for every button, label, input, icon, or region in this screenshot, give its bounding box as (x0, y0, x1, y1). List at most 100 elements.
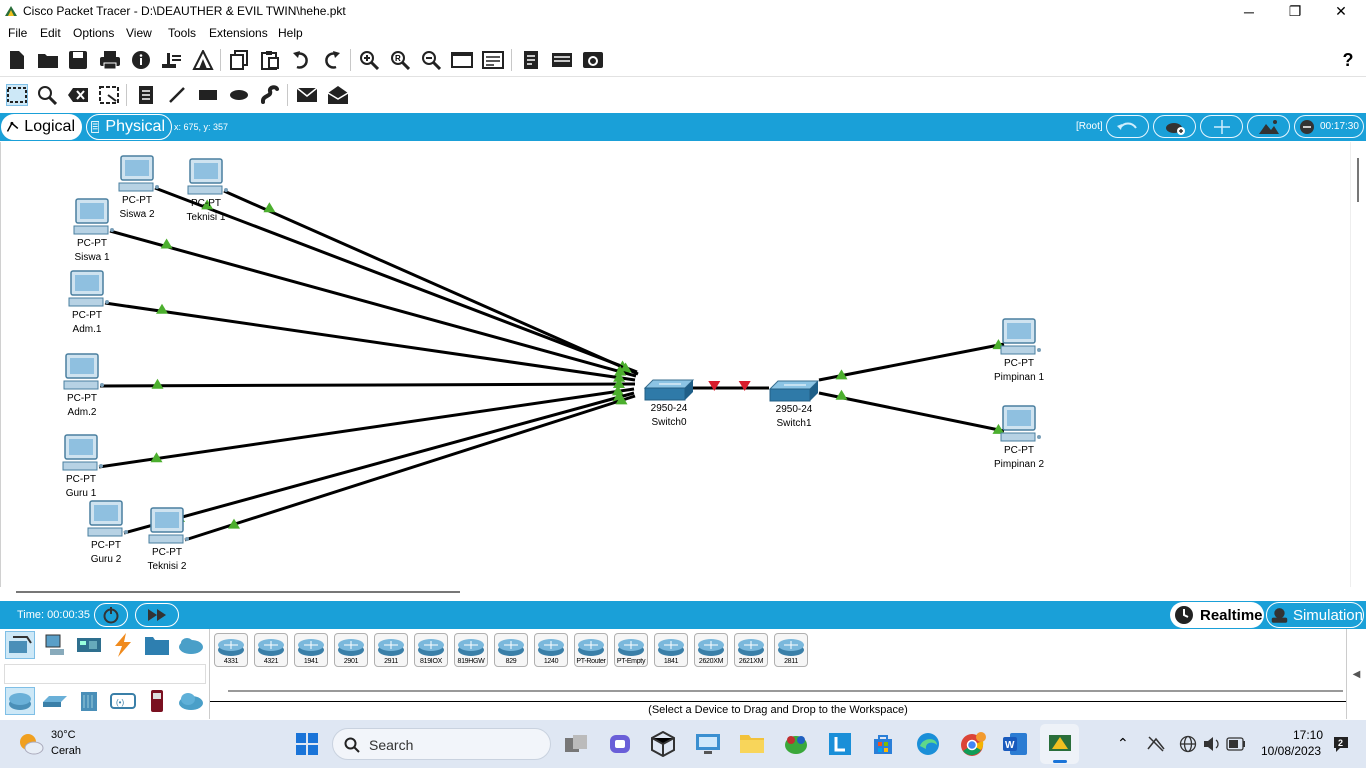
topology-canvas[interactable] (1, 142, 1351, 587)
activity-wizard-icon[interactable] (192, 49, 214, 71)
ip-phone-icon[interactable] (551, 49, 573, 71)
volume-icon[interactable] (1202, 735, 1222, 753)
menu-help[interactable]: Help (278, 26, 303, 40)
menu-extensions[interactable]: Extensions (209, 26, 268, 40)
device-teknisi1[interactable] (187, 158, 228, 195)
link-guru1-switch0[interactable] (98, 387, 635, 469)
inspect-icon[interactable] (36, 84, 58, 106)
device-model-2901[interactable]: 2901 (334, 633, 368, 667)
maximize-button[interactable]: ❐ (1288, 3, 1302, 19)
subcategory-security[interactable] (142, 687, 172, 715)
device-pimpinan2[interactable] (1000, 405, 1041, 442)
save-icon[interactable] (67, 49, 89, 71)
device-pimpinan1[interactable] (1000, 318, 1041, 355)
device-list-scrollbar[interactable] (228, 690, 1343, 692)
device-model-2620xm[interactable]: 2620XM (694, 633, 728, 667)
chrome-icon[interactable] (959, 731, 987, 757)
move-object-button[interactable] (1200, 115, 1243, 138)
info-icon[interactable] (130, 49, 152, 71)
help-icon[interactable]: ? (1342, 49, 1354, 70)
notification-icon[interactable]: 2 (1332, 735, 1350, 753)
battery-icon[interactable] (1226, 737, 1246, 751)
weather-icon[interactable] (18, 732, 44, 756)
zoom-in-icon[interactable] (358, 49, 380, 71)
remote-desktop-icon[interactable] (695, 732, 721, 756)
pdu-list-icon[interactable] (582, 49, 604, 71)
viewport-clock-button[interactable] (1294, 115, 1364, 138)
resize-shape-icon[interactable] (98, 84, 120, 106)
horizontal-scrollbar[interactable] (0, 587, 1350, 600)
task-view-icon[interactable] (564, 733, 588, 755)
device-adm2[interactable] (63, 353, 104, 390)
menu-view[interactable]: View (126, 26, 152, 40)
menu-tools[interactable]: Tools (168, 26, 197, 40)
device-model-829[interactable]: 829 (494, 633, 528, 667)
device-model-819hgw[interactable]: 819HGW (454, 633, 488, 667)
category-miscellaneous[interactable] (142, 631, 172, 659)
vertical-scroll-thumb[interactable] (1357, 158, 1359, 202)
category-network-devices[interactable] (5, 631, 35, 659)
back-level-button[interactable] (1106, 115, 1149, 138)
link-siswa1-switch0[interactable] (109, 229, 637, 378)
subcategory-wireless[interactable]: (•) (108, 687, 138, 715)
zoom-out-icon[interactable] (420, 49, 442, 71)
copy-icon[interactable] (228, 49, 250, 71)
edge-icon[interactable] (915, 731, 941, 757)
close-button[interactable]: ✕ (1335, 3, 1347, 19)
simulation-tab[interactable]: Simulation (1266, 602, 1364, 628)
device-model-1240[interactable]: 1240 (534, 633, 568, 667)
fast-forward-button[interactable] (135, 603, 179, 627)
vertical-scrollbar[interactable] (1350, 142, 1366, 587)
add-simple-pdu-icon[interactable] (296, 84, 318, 106)
redo-icon[interactable] (321, 49, 343, 71)
camfrog-icon[interactable] (783, 731, 809, 757)
device-teknisi2[interactable] (148, 507, 189, 544)
device-model-1841[interactable]: 1841 (654, 633, 688, 667)
teams-chat-icon[interactable] (608, 732, 632, 756)
horizontal-scroll-thumb[interactable] (16, 591, 460, 593)
add-complex-pdu-icon[interactable] (327, 84, 349, 106)
drawing-palette-icon[interactable] (451, 49, 473, 71)
set-background-button[interactable] (1247, 115, 1290, 138)
menu-file[interactable]: File (8, 26, 28, 40)
word-icon[interactable]: W (1002, 732, 1028, 756)
category-multiuser[interactable] (176, 631, 206, 659)
power-cycle-button[interactable] (94, 603, 128, 627)
virtualbox-icon[interactable] (651, 731, 675, 757)
device-model-4331[interactable]: 4331 (214, 633, 248, 667)
device-siswa1[interactable] (73, 198, 114, 235)
place-note-icon[interactable] (135, 84, 157, 106)
subcategory-wan-emulation[interactable] (176, 687, 206, 715)
link-teknisi1-switch0[interactable] (223, 189, 639, 376)
category-end-devices[interactable] (40, 631, 70, 659)
device-model-2911[interactable]: 2911 (374, 633, 408, 667)
taskbar-search-box[interactable]: Search (332, 728, 551, 760)
collapse-panel-button[interactable]: ◀ (1346, 629, 1366, 719)
realtime-tab[interactable]: Realtime (1170, 602, 1264, 628)
device-model-pt-empty[interactable]: PT-Empty (614, 633, 648, 667)
link-siswa2-switch0[interactable] (154, 186, 638, 374)
link-switch1-pimpinan1[interactable] (818, 342, 1005, 382)
menu-options[interactable]: Options (73, 26, 115, 40)
file-explorer-icon[interactable] (739, 732, 765, 754)
device-guru1[interactable] (62, 434, 103, 471)
minimize-button[interactable]: ─ (1244, 3, 1254, 20)
notes-icon[interactable] (520, 49, 542, 71)
print-icon[interactable] (99, 49, 121, 71)
link-guru2-switch0[interactable] (123, 391, 635, 535)
link-switch1-pimpinan2[interactable] (818, 391, 1005, 433)
link-adm1-switch0[interactable] (104, 301, 636, 382)
physical-tab[interactable]: Physical (86, 114, 172, 140)
custom-device-dialog-icon[interactable] (482, 49, 504, 71)
network-disconnected-icon[interactable] (1146, 735, 1166, 753)
paste-icon[interactable] (259, 49, 281, 71)
device-model-2621xm[interactable]: 2621XM (734, 633, 768, 667)
network-info-icon[interactable] (161, 49, 183, 71)
microsoft-store-icon[interactable] (871, 732, 895, 756)
select-tool-icon[interactable] (6, 84, 28, 106)
undo-icon[interactable] (290, 49, 312, 71)
device-model-819iox[interactable]: 819IOX (414, 633, 448, 667)
device-model-pt-router[interactable]: PT-Router (574, 633, 608, 667)
subcategory-switches[interactable] (40, 687, 70, 715)
device-adm1[interactable] (68, 270, 109, 307)
